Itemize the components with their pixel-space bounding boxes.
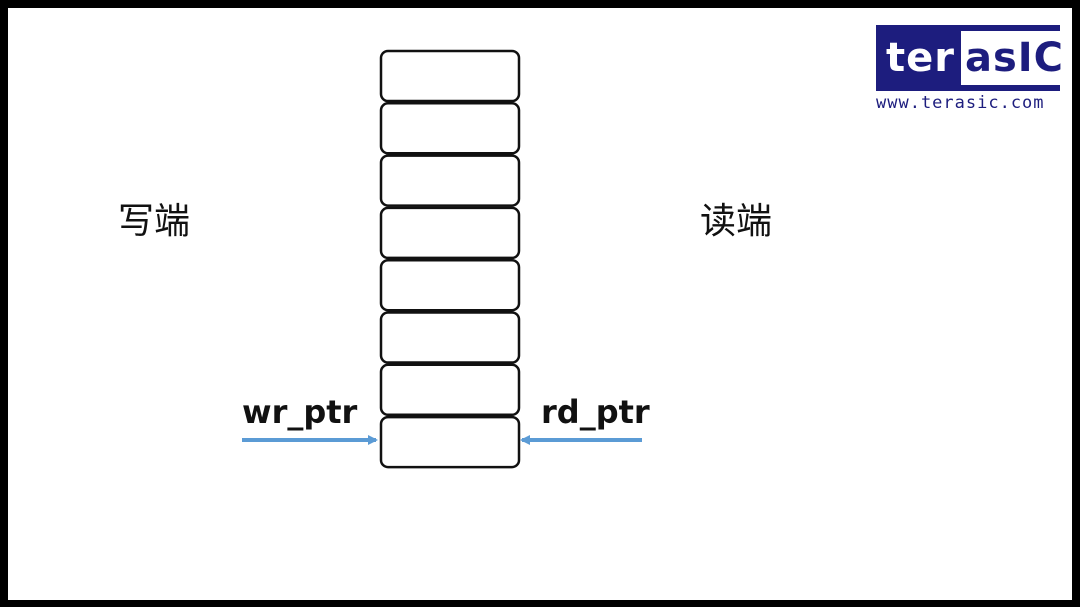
read-pointer-label: rd_ptr xyxy=(541,393,650,431)
logo-wordmark: ter asIC xyxy=(876,25,1065,91)
fifo-cell xyxy=(379,258,521,312)
fifo-cell xyxy=(379,415,521,469)
terasic-logo: ter asIC www.terasic.com xyxy=(876,25,1065,113)
slide-canvas: 写端 读端 wr_ptr rd_ptr ter asIC www.terasic… xyxy=(8,8,1072,600)
fifo-diagram xyxy=(242,49,642,469)
read-side-label: 读端 xyxy=(700,201,773,242)
fifo-cell xyxy=(379,154,521,207)
fifo-cell xyxy=(379,206,521,260)
write-pointer-label: wr_ptr xyxy=(242,393,358,431)
write-side-label: 写端 xyxy=(118,201,191,242)
logo-url: www.terasic.com xyxy=(876,93,1045,113)
logo-text-left: ter xyxy=(886,35,955,81)
fifo-cell xyxy=(379,363,521,417)
fifo-cell xyxy=(379,102,521,155)
fifo-buffer xyxy=(379,49,521,469)
logo-text-right: asIC xyxy=(960,31,1065,85)
fifo-cell xyxy=(379,311,521,364)
fifo-cell xyxy=(379,49,521,103)
